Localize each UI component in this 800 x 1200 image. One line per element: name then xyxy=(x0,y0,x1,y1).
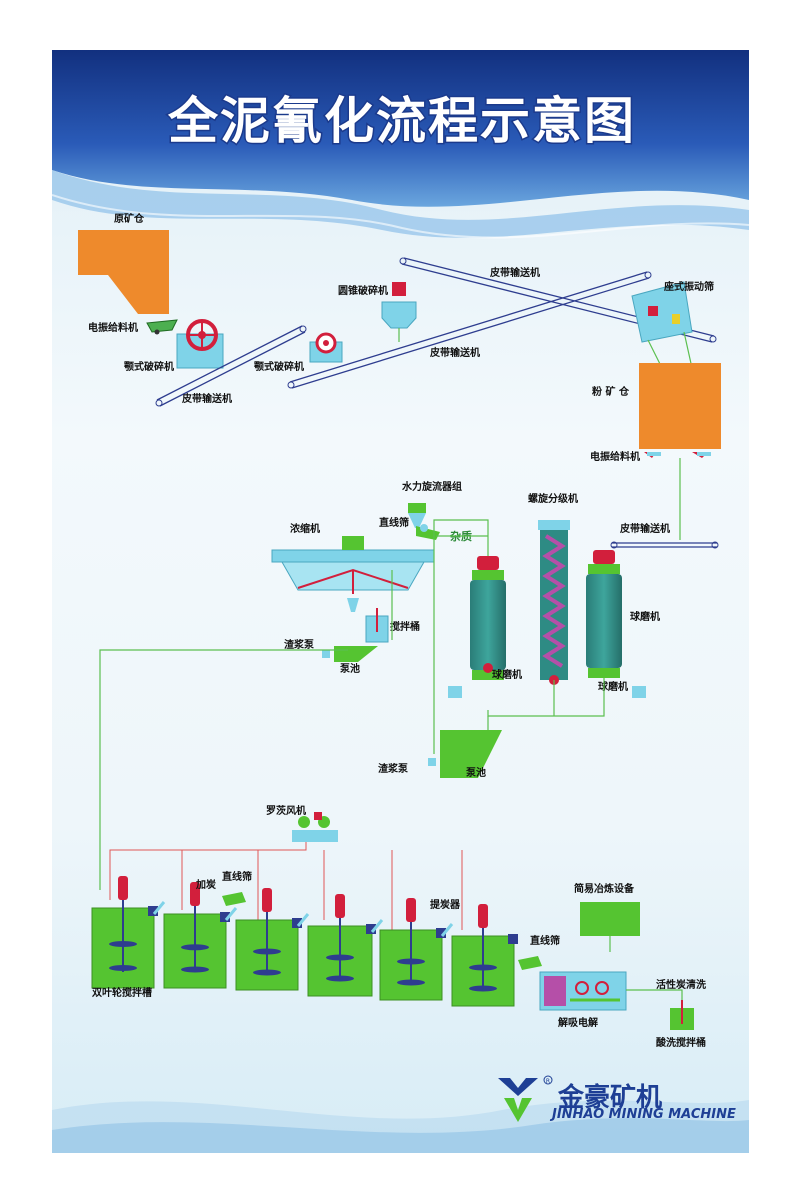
label-thickener: 浓缩机 xyxy=(290,522,320,535)
label-jaw-crusher-1: 颚式破碎机 xyxy=(124,360,174,373)
label-ball-mill-center: 球磨机 xyxy=(492,668,522,681)
label-fine-bin: 粉 矿 仓 xyxy=(592,385,630,398)
sump-2 xyxy=(428,730,502,778)
label-hydrocyclone: 水力旋流器组 xyxy=(401,480,462,493)
acid-wash-tank xyxy=(626,989,694,1030)
vibrating-feeder-1 xyxy=(146,319,178,335)
leach-tank xyxy=(451,904,518,1007)
cone-crusher xyxy=(381,282,417,342)
label-add-carbon: 加炭 xyxy=(195,878,216,891)
thickener xyxy=(271,536,435,612)
belt-conveyor-2 xyxy=(287,271,652,389)
title-banner xyxy=(52,50,749,239)
company-logo xyxy=(498,1075,553,1122)
label-vib-feeder-1: 电振给料机 xyxy=(88,321,138,334)
footer-waves xyxy=(52,1100,749,1153)
logo-registered-mark: R xyxy=(546,1078,550,1085)
label-raw-bin: 原矿仓 xyxy=(114,212,145,225)
mixing-tank xyxy=(365,608,389,643)
label-belt-3: 皮带输送机 xyxy=(489,266,540,279)
fine-ore-bin xyxy=(639,363,721,458)
label-spiral-classifier: 螺旋分级机 xyxy=(528,492,578,505)
spiral-classifier xyxy=(538,520,570,685)
label-linear-screen-1: 直线筛 xyxy=(379,516,409,529)
brand-name-cn: 金豪矿机 xyxy=(557,1082,662,1113)
leach-tank xyxy=(307,894,384,997)
page-title: 全泥氰化流程示意图 xyxy=(167,92,636,150)
brand-name-en: JINHAO MINING MACHINE xyxy=(549,1107,736,1122)
label-linear-screen-3: 直线筛 xyxy=(530,934,560,947)
flowchart-poster: 全泥氰化流程示意图 原矿仓 电振给料机 颚式破碎机 皮带输送机 颚式破碎机 xyxy=(52,50,749,1153)
ball-mill-left xyxy=(448,556,506,698)
label-cone-crusher: 圆锥破碎机 xyxy=(338,284,388,297)
label-acid-wash-tank: 酸洗搅拌桶 xyxy=(656,1036,706,1049)
label-jaw-crusher-2: 颚式破碎机 xyxy=(254,360,304,373)
linear-screen-2 xyxy=(222,892,246,906)
label-belt-1: 皮带输送机 xyxy=(181,392,232,405)
label-belt-4: 皮带输送机 xyxy=(619,522,670,535)
hydrocyclone-group xyxy=(408,503,426,528)
belt-conveyor-4 xyxy=(610,458,719,549)
raw-ore-bin xyxy=(78,230,169,314)
linear-screen-3 xyxy=(518,956,542,970)
belt-conveyor-1 xyxy=(155,325,307,407)
label-sump-1: 泵池 xyxy=(340,662,360,675)
sump-1 xyxy=(322,646,378,662)
label-roots-blower: 罗茨风机 xyxy=(266,804,306,817)
label-slurry-pump-2: 渣浆泵 xyxy=(378,762,409,775)
ball-mill-right xyxy=(586,550,646,698)
air-pipes xyxy=(109,842,463,930)
label-vib-feeder-2: 电振给料机 xyxy=(590,450,640,463)
label-smelting: 简易冶炼设备 xyxy=(574,882,635,895)
label-desorption: 解吸电解 xyxy=(558,1016,598,1029)
label-ball-mill-right: 球磨机 xyxy=(630,610,660,623)
label-linear-screen-2: 直线筛 xyxy=(222,870,252,883)
grinding-pipes xyxy=(99,519,605,890)
label-activated-carbon-wash: 活性炭清洗 xyxy=(656,978,706,991)
leach-tank xyxy=(163,882,238,989)
vibrating-screen xyxy=(631,281,693,369)
jaw-crusher-1 xyxy=(176,319,224,369)
leach-tank xyxy=(379,898,454,1001)
label-sump-2: 泵池 xyxy=(466,766,486,779)
smelting-equipment xyxy=(580,902,640,952)
desorption-electrolysis xyxy=(539,971,627,1011)
label-vibrating-screen: 座式振动筛 xyxy=(663,280,714,293)
label-carbon-lifter: 提炭器 xyxy=(430,898,461,911)
jaw-crusher-2 xyxy=(309,332,343,363)
leach-tank xyxy=(235,888,310,991)
label-slurry-pump-1: 渣浆泵 xyxy=(284,638,315,651)
flowchart-diagram: 全泥氰化流程示意图 原矿仓 电振给料机 颚式破碎机 皮带输送机 颚式破碎机 xyxy=(52,50,749,1153)
leach-tanks xyxy=(91,876,518,1007)
label-belt-2: 皮带输送机 xyxy=(429,346,480,359)
label-mixing-tank: 搅拌桶 xyxy=(390,620,420,633)
leach-tank xyxy=(91,876,166,989)
label-double-impeller-tank: 双叶轮搅拌槽 xyxy=(92,986,152,999)
label-ball-mill-left: 球磨机 xyxy=(598,680,628,693)
roots-blower xyxy=(292,812,338,842)
